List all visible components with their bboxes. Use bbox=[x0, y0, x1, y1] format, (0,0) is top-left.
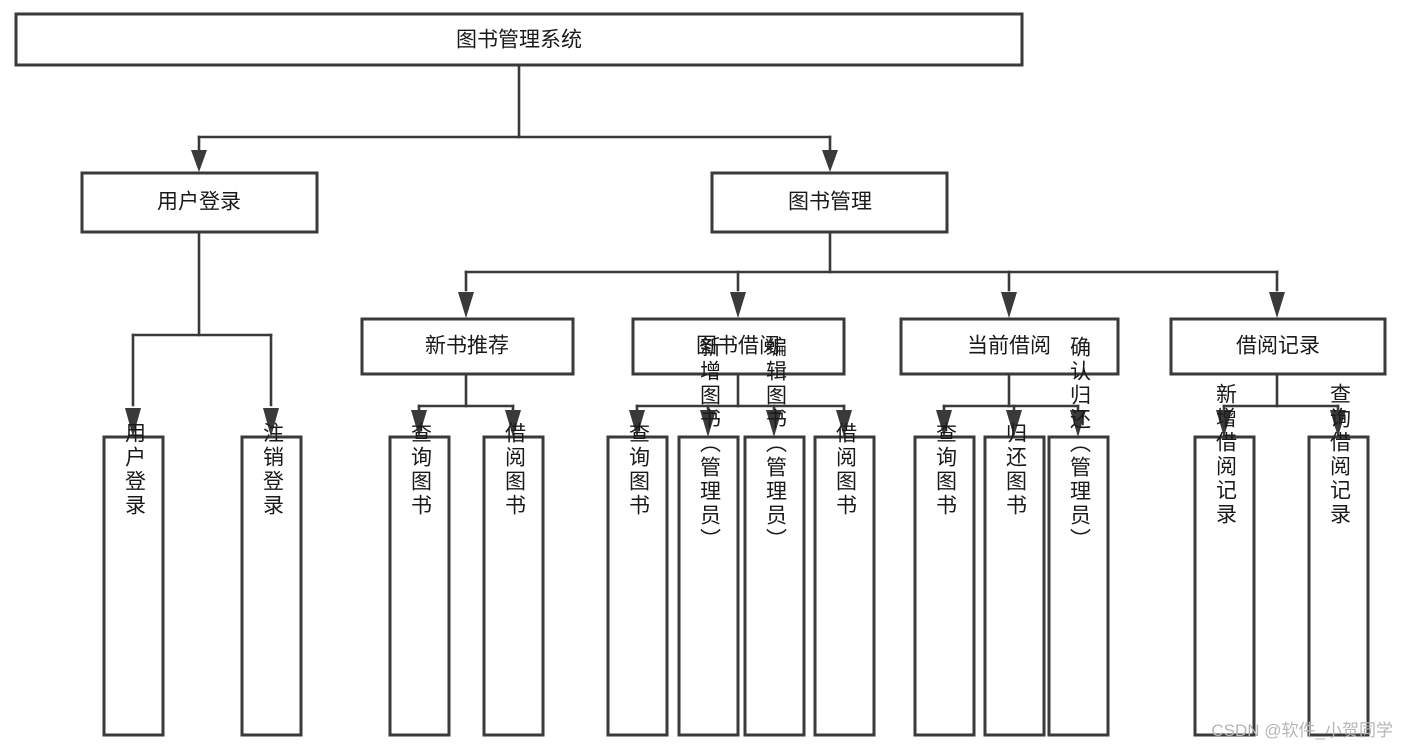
node-book-management-box bbox=[710, 171, 949, 234]
node-leaf-query-book-1[interactable]: 查询图书 bbox=[388, 422, 451, 737]
arrow-leaf-query-book-2 bbox=[629, 410, 645, 437]
node-leaf-return-book-label: 归还图书 bbox=[1004, 422, 1028, 518]
arrow-to-book-management bbox=[822, 150, 838, 172]
node-root-book-management-system[interactable]: 图书管理系统 bbox=[14, 12, 1024, 67]
node-leaf-return-book-box bbox=[983, 435, 1046, 737]
arrow-leaf-return-book bbox=[1006, 410, 1022, 437]
node-user-login-label: 用户登录 bbox=[157, 191, 241, 214]
node-leaf-logout-label: 注销登录 bbox=[261, 422, 285, 518]
node-new-book-recommend-box bbox=[360, 317, 575, 376]
arrow-to-current-borrow bbox=[1001, 292, 1017, 318]
node-book-borrow[interactable]: 图书借阅 bbox=[631, 317, 846, 376]
arrow-leaf-borrow-book-2 bbox=[836, 410, 852, 437]
node-leaf-add-book[interactable]: 新增图书（管理员） bbox=[677, 336, 740, 737]
node-leaf-query-book-2-label: 查询图书 bbox=[627, 422, 651, 518]
node-user-login-box bbox=[80, 171, 319, 234]
node-leaf-add-record-box bbox=[1193, 435, 1256, 737]
node-book-management-label: 图书管理 bbox=[788, 191, 872, 214]
node-leaf-logout-box bbox=[240, 435, 303, 737]
node-leaf-query-book-3[interactable]: 查询图书 bbox=[913, 422, 976, 737]
node-leaf-borrow-book-2-label: 借阅图书 bbox=[834, 422, 858, 518]
node-borrow-record-label: 借阅记录 bbox=[1236, 335, 1320, 358]
node-user-login[interactable]: 用户登录 bbox=[80, 171, 319, 234]
arrow-leaf-borrow-book-1 bbox=[505, 410, 521, 437]
node-current-borrow-box bbox=[899, 317, 1120, 376]
arrow-leaf-query-book-3 bbox=[936, 410, 952, 437]
arrow-leaf-add-record bbox=[1216, 410, 1232, 437]
node-leaf-confirm-return[interactable]: 确认归还（管理员） bbox=[1047, 336, 1110, 737]
node-leaf-return-book[interactable]: 归还图书 bbox=[983, 422, 1046, 737]
node-leaf-user-login[interactable]: 用户登录 bbox=[102, 422, 165, 737]
node-book-borrow-label: 图书借阅 bbox=[696, 335, 780, 358]
node-leaf-query-book-3-box bbox=[913, 435, 976, 737]
arrow-leaf-query-record bbox=[1330, 410, 1346, 437]
node-leaf-add-book-box bbox=[677, 435, 740, 737]
node-leaf-query-record[interactable]: 查询借阅记录 bbox=[1307, 383, 1370, 737]
arrow-leaf-edit-book bbox=[766, 410, 782, 437]
node-current-borrow[interactable]: 当前借阅 bbox=[899, 317, 1120, 376]
arrow-leaf-logout bbox=[263, 408, 279, 437]
node-leaf-add-record[interactable]: 新增借阅记录 bbox=[1193, 383, 1256, 737]
node-leaf-logout[interactable]: 注销登录 bbox=[240, 422, 303, 737]
connector-layer bbox=[125, 63, 1346, 437]
node-root-label: 图书管理系统 bbox=[456, 29, 582, 52]
node-leaf-borrow-book-1-label: 借阅图书 bbox=[503, 422, 527, 518]
node-leaf-query-book-2-box bbox=[606, 435, 669, 737]
node-leaf-add-record-label: 新增借阅记录 bbox=[1214, 383, 1238, 527]
node-borrow-record-box bbox=[1169, 317, 1387, 376]
node-leaf-borrow-book-1-box bbox=[482, 435, 545, 737]
node-leaf-borrow-book-2[interactable]: 借阅图书 bbox=[813, 422, 876, 737]
node-new-book-recommend[interactable]: 新书推荐 bbox=[360, 317, 575, 376]
arrow-leaf-query-book-1 bbox=[411, 410, 427, 437]
node-leaf-confirm-return-label: 确认归还（管理员） bbox=[1068, 336, 1092, 552]
arrow-to-borrow-record bbox=[1269, 292, 1285, 318]
node-leaf-query-book-3-label: 查询图书 bbox=[934, 422, 958, 518]
node-book-borrow-box bbox=[631, 317, 846, 376]
node-root-box bbox=[14, 12, 1024, 67]
node-leaf-user-login-label: 用户登录 bbox=[123, 422, 147, 518]
node-leaf-borrow-book-2-box bbox=[813, 435, 876, 737]
node-leaf-user-login-box bbox=[102, 435, 165, 737]
node-leaf-add-book-label: 新增图书（管理员） bbox=[698, 336, 722, 552]
arrow-leaf-user-login bbox=[125, 408, 141, 437]
arrow-to-user-login bbox=[191, 150, 207, 172]
node-leaf-query-record-label: 查询借阅记录 bbox=[1328, 383, 1352, 527]
node-borrow-record[interactable]: 借阅记录 bbox=[1169, 317, 1387, 376]
arrow-to-new-book-recommend bbox=[458, 292, 474, 318]
node-new-book-recommend-label: 新书推荐 bbox=[425, 335, 509, 358]
node-leaf-borrow-book-1[interactable]: 借阅图书 bbox=[482, 422, 545, 737]
node-leaf-edit-book[interactable]: 编辑图书（管理员） bbox=[743, 336, 806, 737]
arrow-to-book-borrow bbox=[730, 292, 746, 318]
node-leaf-query-book-1-label: 查询图书 bbox=[409, 422, 433, 518]
node-leaf-confirm-return-box bbox=[1047, 435, 1110, 737]
node-leaf-query-record-box bbox=[1307, 435, 1370, 737]
node-book-management[interactable]: 图书管理 bbox=[710, 171, 949, 234]
node-current-borrow-label: 当前借阅 bbox=[967, 335, 1051, 358]
node-leaf-edit-book-box bbox=[743, 435, 806, 737]
node-leaf-query-book-2[interactable]: 查询图书 bbox=[606, 422, 669, 737]
node-leaf-query-book-1-box bbox=[388, 435, 451, 737]
arrow-leaf-confirm-return bbox=[1070, 410, 1086, 437]
arrow-leaf-add-book bbox=[700, 410, 716, 437]
node-leaf-edit-book-label: 编辑图书（管理员） bbox=[764, 336, 788, 552]
